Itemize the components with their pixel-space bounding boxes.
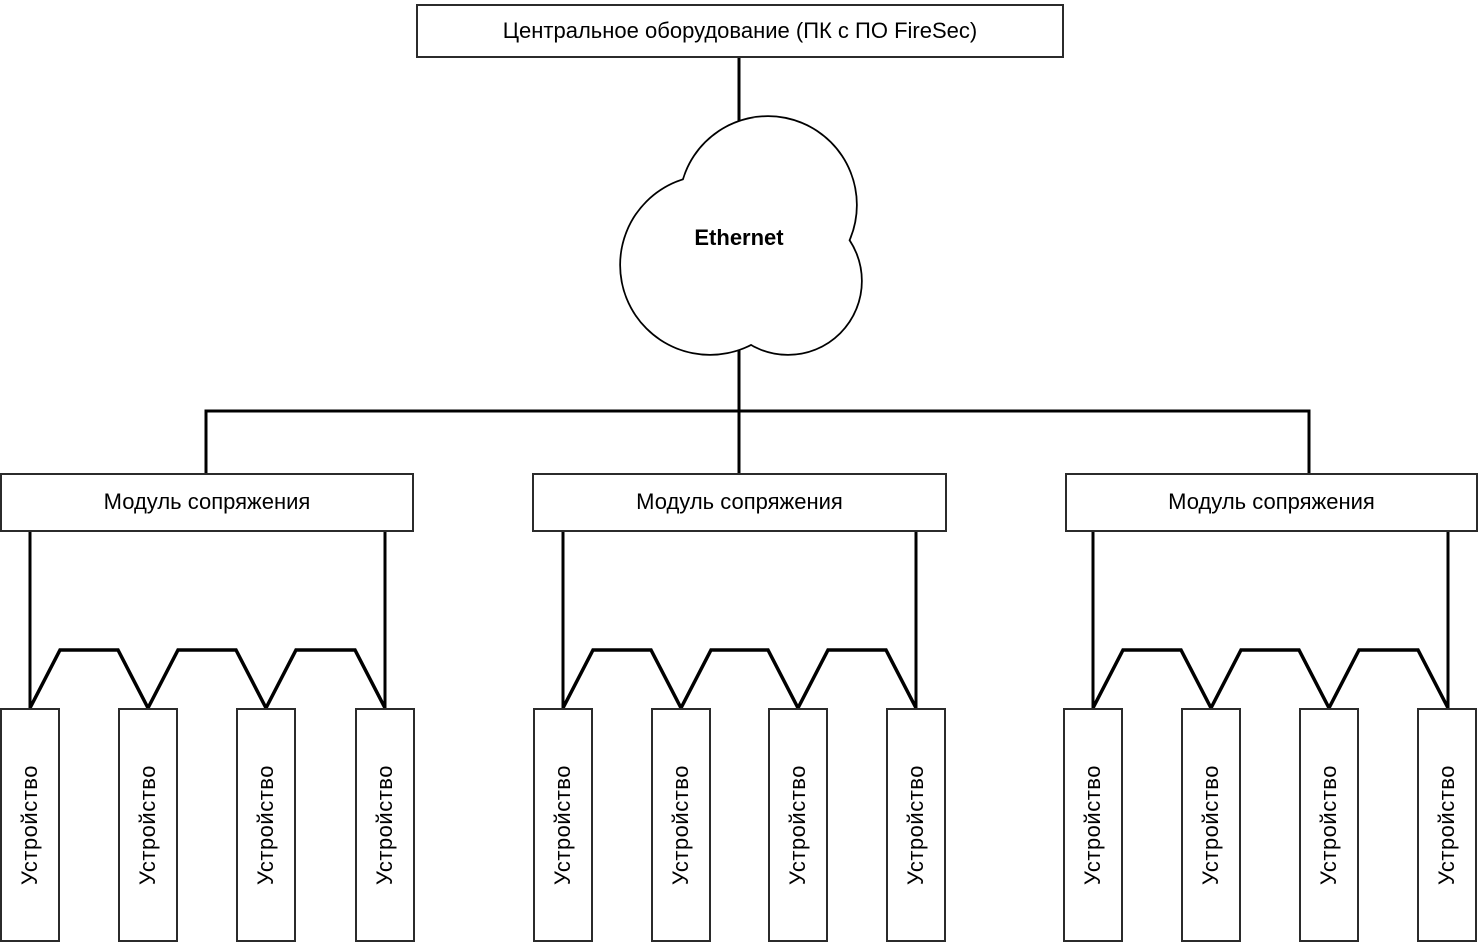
device-label: Устройство (784, 764, 810, 886)
device-label: Устройство (902, 764, 928, 886)
device-box-3-2: Устройство (1181, 708, 1241, 942)
device-label: Устройство (1197, 764, 1223, 886)
central-equipment-label: Центральное оборудование (ПК с ПО FireSe… (502, 17, 978, 43)
device-box-2-2: Устройство (651, 708, 711, 942)
device-label: Устройство (371, 764, 397, 886)
central-equipment-box: Центральное оборудование (ПК с ПО FireSe… (416, 4, 1064, 58)
module1-wiring (28, 531, 387, 712)
module-1-label: Модуль сопряжения (103, 489, 311, 515)
device-box-1-2: Устройство (118, 708, 178, 942)
device-label: Устройство (1433, 764, 1459, 886)
device-box-2-4: Устройство (886, 708, 946, 942)
device-label: Устройство (667, 764, 693, 886)
device-box-1-3: Устройство (236, 708, 296, 942)
device-label: Устройство (1079, 764, 1105, 886)
device-label: Устройство (549, 764, 575, 886)
module-box-2: Модуль сопряжения (532, 473, 947, 532)
ethernet-cloud-icon (619, 115, 863, 356)
module-box-3: Модуль сопряжения (1065, 473, 1478, 532)
device-box-1-4: Устройство (355, 708, 415, 942)
module-2-label: Модуль сопряжения (636, 489, 843, 515)
device-box-3-4: Устройство (1417, 708, 1477, 942)
device-box-3-1: Устройство (1063, 708, 1123, 942)
device-box-1-1: Устройство (0, 708, 60, 942)
device-label: Устройство (1315, 764, 1341, 886)
device-box-2-1: Устройство (533, 708, 593, 942)
bus-line (204, 409, 1311, 473)
device-box-2-3: Устройство (768, 708, 828, 942)
device-label: Устройство (252, 764, 278, 886)
device-label: Устройство (16, 764, 42, 886)
device-label: Устройство (134, 764, 160, 886)
module3-wiring (1091, 531, 1450, 712)
ethernet-label: Ethernet (694, 225, 784, 250)
module-box-1: Модуль сопряжения (0, 473, 414, 532)
module2-wiring (561, 531, 918, 712)
device-box-3-3: Устройство (1299, 708, 1359, 942)
module-3-label: Модуль сопряжения (1168, 489, 1375, 515)
